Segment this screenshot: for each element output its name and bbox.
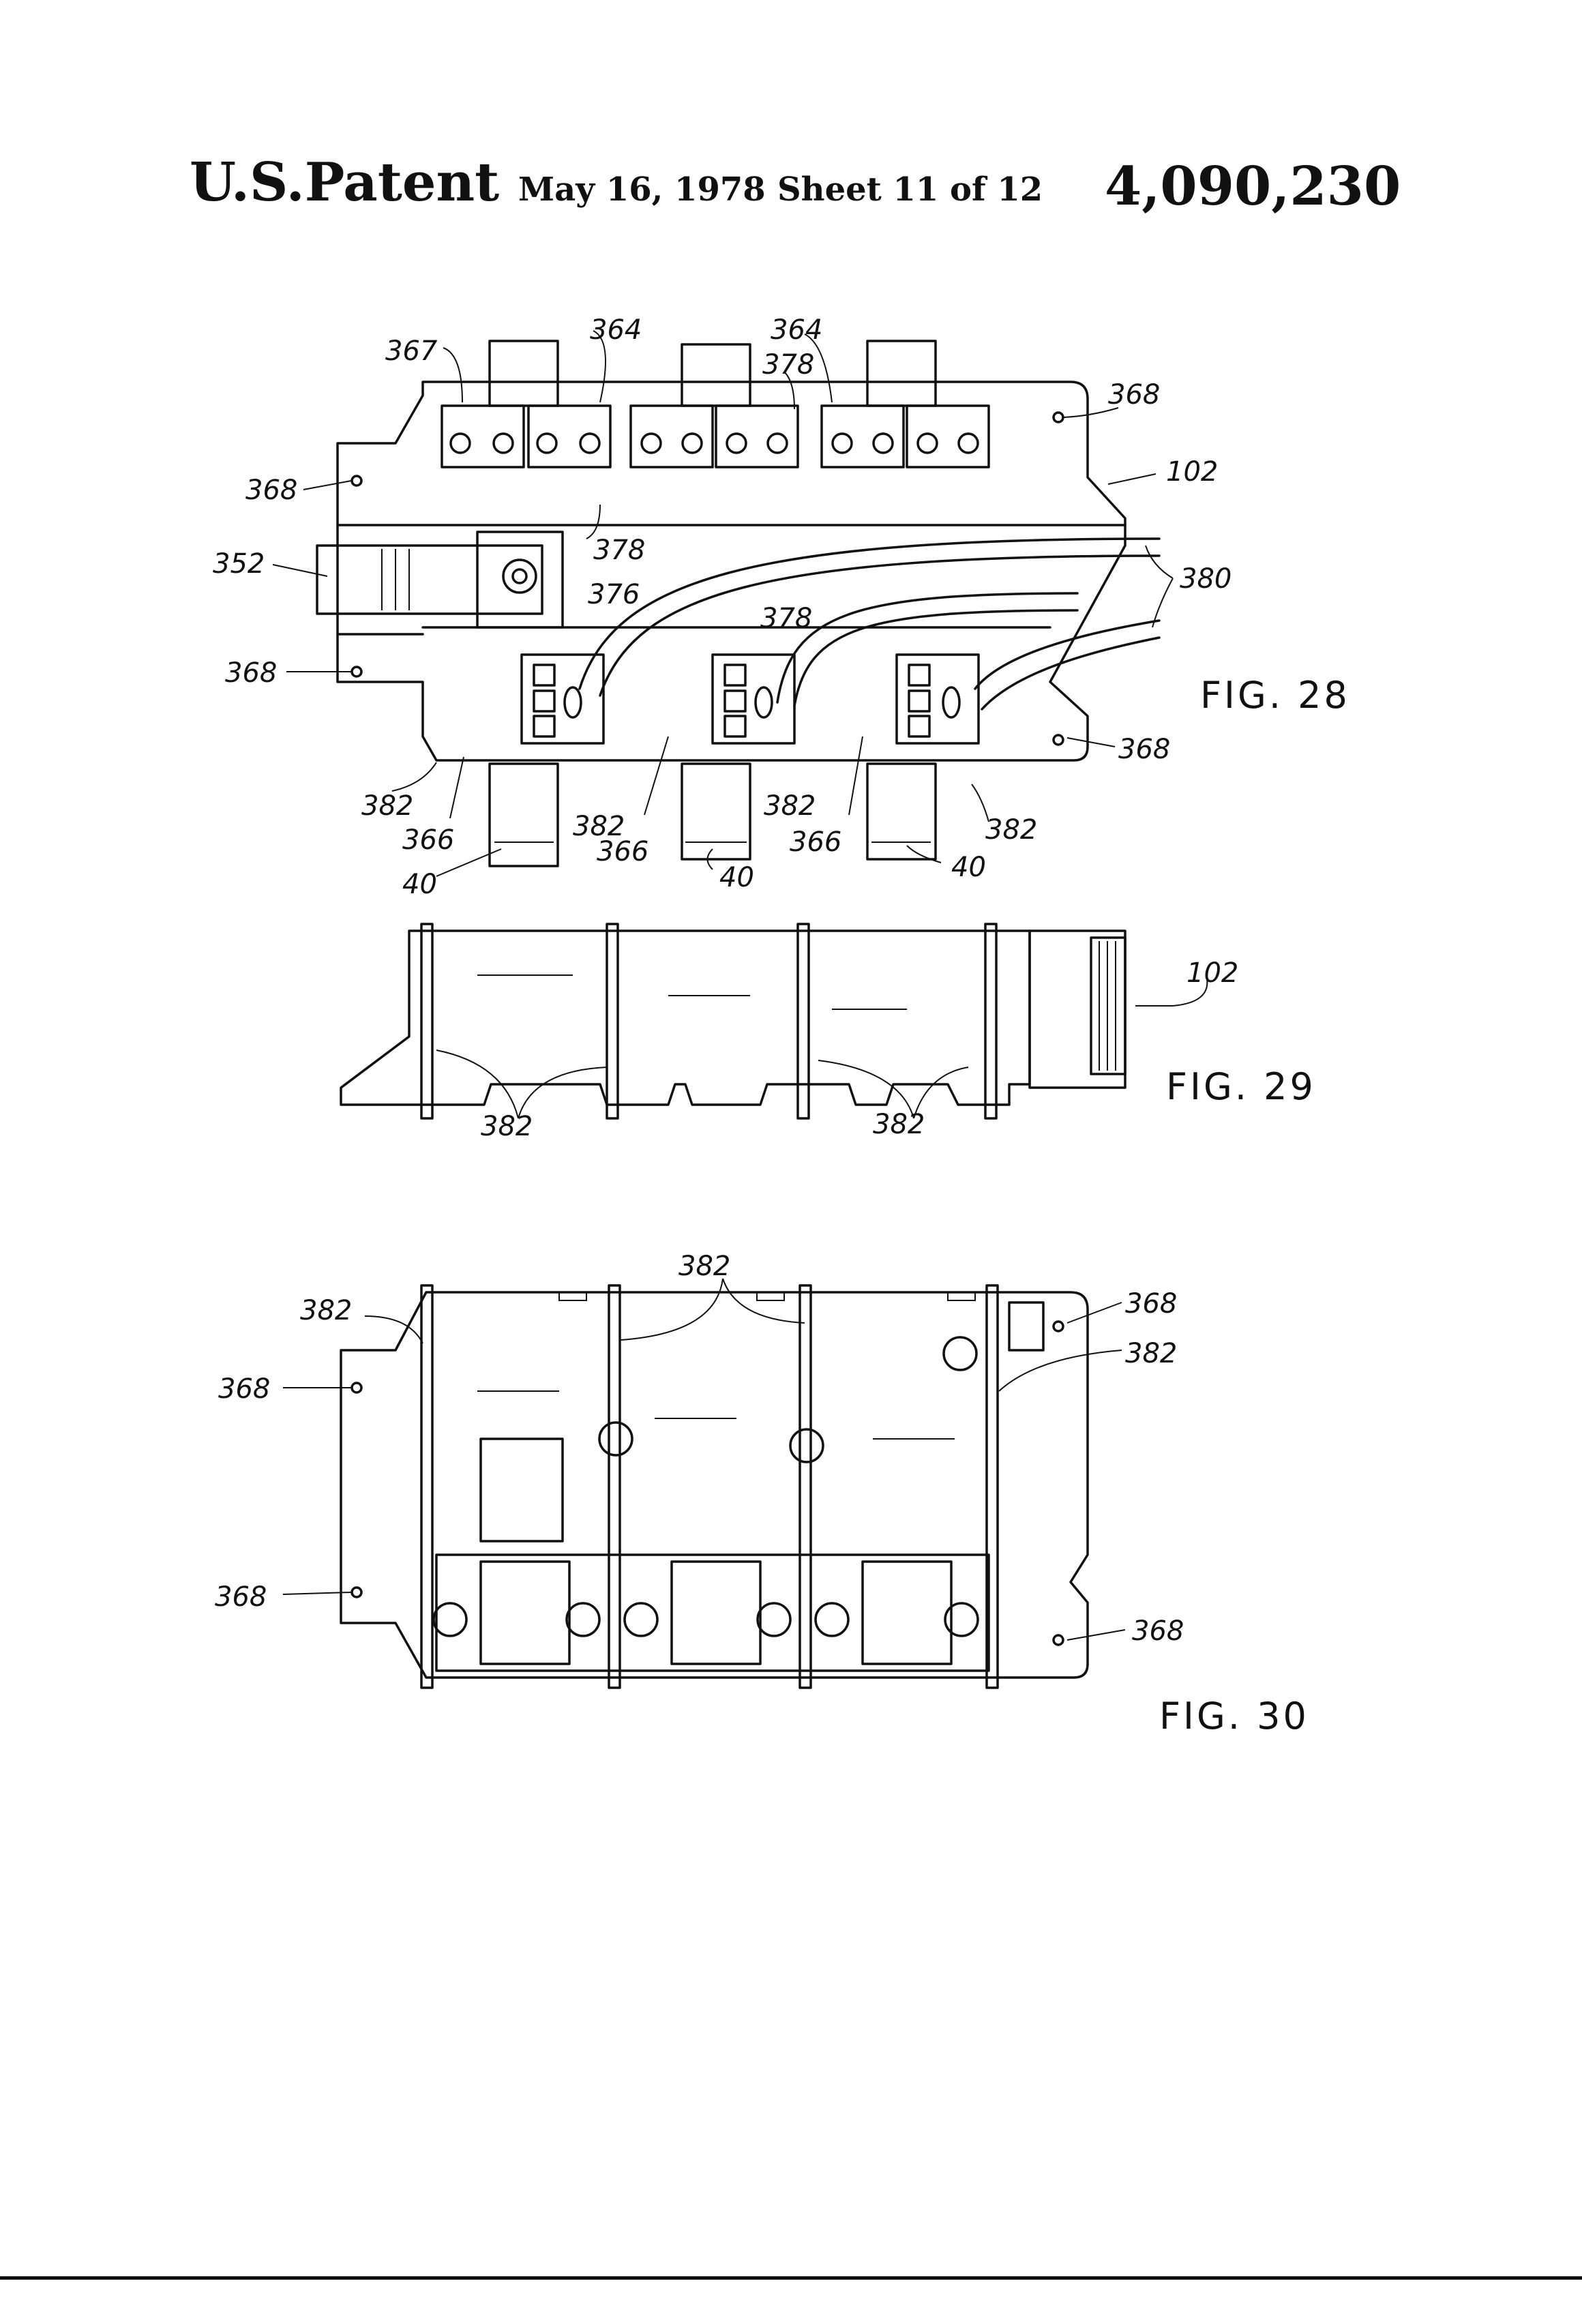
housing-side-fig29 (341, 931, 1030, 1105)
label-368a-fig30: 368 (1125, 1288, 1177, 1320)
label-102-fig29: 102 (1186, 957, 1238, 989)
label-382a-fig29: 382 (481, 1111, 533, 1142)
label-382c: 382 (764, 790, 816, 822)
label-366c: 366 (790, 826, 841, 858)
label-382a: 382 (361, 790, 413, 822)
figure-28-drawing: 367 364 364 378 368 102 368 352 378 376 … (213, 314, 1350, 900)
label-368d: 368 (1118, 734, 1170, 765)
label-382b-fig30: 382 (300, 1295, 352, 1326)
figure-29-caption: FIG. 29 (1166, 1065, 1316, 1108)
label-368b: 368 (245, 475, 297, 506)
bottom-rule (0, 2276, 1582, 2280)
label-376: 376 (588, 579, 640, 610)
label-368c: 368 (225, 657, 277, 689)
label-364b: 364 (771, 314, 822, 346)
clamp-blocks-364 (442, 406, 989, 467)
label-366a: 366 (402, 824, 454, 856)
figure-28-caption: FIG. 28 (1200, 674, 1350, 717)
terminal-blocks-366 (522, 655, 979, 743)
bus-bars-top (490, 341, 936, 406)
label-368b-fig30: 368 (218, 1373, 270, 1405)
label-378b: 378 (593, 535, 645, 566)
label-40b: 40 (719, 862, 754, 893)
label-366b: 366 (597, 836, 648, 867)
figure-29-drawing: 382 382 102 FIG. 29 (341, 924, 1316, 1142)
label-382d: 382 (985, 814, 1037, 846)
label-368a: 368 (1108, 379, 1160, 411)
label-368c-fig30: 368 (215, 1581, 267, 1613)
figure-30-drawing: 382 382 382 368 368 368 368 FIG. 30 (215, 1251, 1309, 1738)
figure-30-caption: FIG. 30 (1159, 1695, 1309, 1738)
bus-bars-bottom (490, 764, 936, 866)
label-40c: 40 (951, 852, 986, 883)
label-368d-fig30: 368 (1132, 1615, 1184, 1647)
wires-380 (580, 539, 1159, 709)
label-367: 367 (385, 336, 438, 367)
label-40a: 40 (402, 869, 437, 900)
label-364a: 364 (590, 314, 642, 346)
label-382c-fig30: 382 (1125, 1338, 1177, 1369)
label-382b-fig29: 382 (873, 1109, 925, 1140)
label-382a-fig30: 382 (678, 1251, 730, 1282)
label-352: 352 (213, 548, 265, 580)
label-378c: 378 (760, 603, 812, 634)
stud-352 (317, 532, 563, 627)
label-378a: 378 (762, 349, 814, 381)
label-102: 102 (1166, 456, 1218, 488)
label-380: 380 (1180, 563, 1232, 595)
